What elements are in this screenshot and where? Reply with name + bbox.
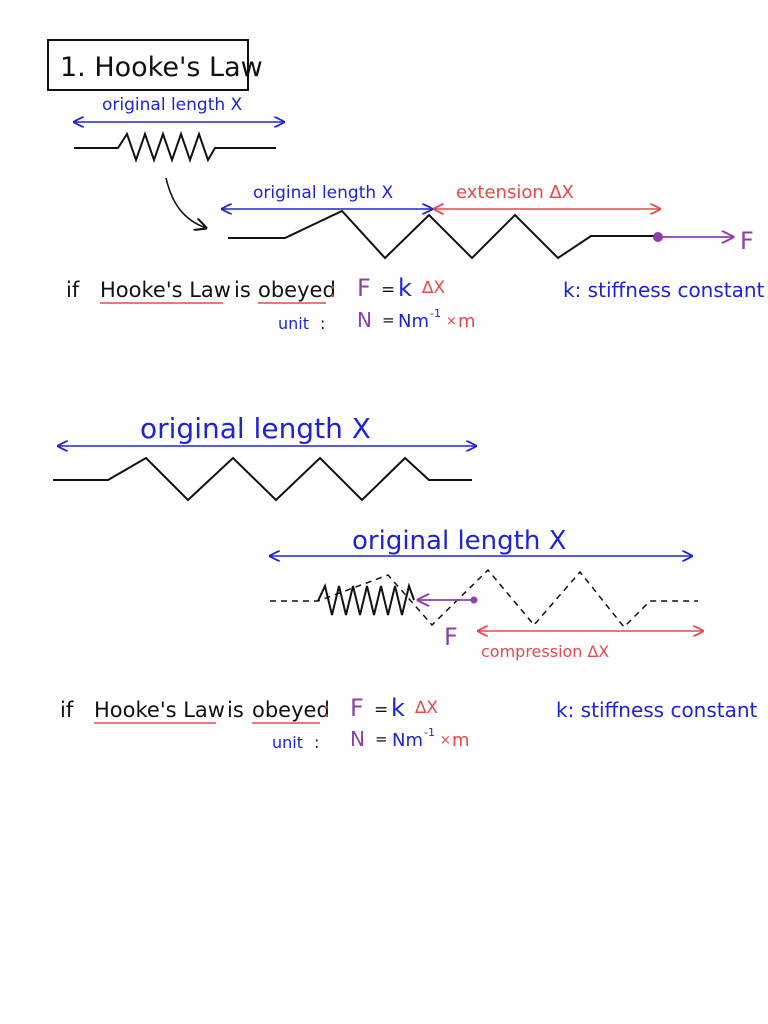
equation-delta-x: ∆X: [421, 278, 445, 298]
unit-newton-per-metre: Nm: [392, 730, 423, 751]
pushing-force-label: F: [444, 623, 458, 651]
pull-point: [653, 232, 663, 242]
long-spring: [53, 456, 472, 502]
title-box-frame: [47, 39, 249, 91]
stretched-original-length-label: original length X: [253, 183, 394, 203]
unit-metre: m: [458, 311, 476, 332]
unit-colon: :: [320, 314, 325, 333]
law-obeyed: obeyed: [252, 698, 330, 722]
equation-force: F: [350, 694, 364, 722]
stiffness-constant-note: k: stiffness constant: [556, 698, 758, 722]
equation-force: F: [357, 274, 371, 302]
equation-equals: =: [381, 280, 395, 300]
unit-label: unit: [278, 314, 309, 333]
unit-newton: N: [357, 308, 372, 332]
page-title: 1. Hooke's Law: [60, 52, 263, 83]
original-spring-outline-dashed: [270, 568, 698, 629]
law-colon: :: [323, 698, 330, 722]
unit-label: unit: [272, 733, 303, 752]
equation-k: k: [398, 274, 412, 302]
equation-k: k: [391, 694, 405, 722]
unit-times: ×: [446, 314, 457, 329]
law-obeyed: obeyed: [258, 278, 336, 302]
stretched-spring: [228, 209, 657, 260]
unit-line-extension: unit : N = Nm -1 × m: [278, 307, 476, 333]
pulling-force-label: F: [740, 227, 754, 255]
title-box: 1. Hooke's Law: [47, 39, 263, 91]
long-spring-length-label: original length X: [140, 412, 371, 445]
compressed-spring: [317, 582, 415, 616]
unit-colon: :: [314, 733, 319, 752]
hookes-law-statement-extension: if Hooke's Law is obeyed : F = k ∆X k: s…: [66, 274, 765, 304]
law-name: Hooke's Law: [94, 698, 225, 722]
law-prefix: if: [66, 278, 80, 302]
unit-line-compression: unit : N = Nm -1 × m: [272, 726, 470, 752]
compression-section: original length X original length X F co…: [53, 412, 758, 752]
compression-label: compression ∆X: [481, 642, 609, 661]
law-prefix: if: [60, 698, 74, 722]
unit-times: ×: [440, 733, 451, 748]
equation-delta-x: ∆X: [414, 698, 438, 718]
small-spring-length-label: original length X: [102, 95, 243, 115]
unit-equals: =: [382, 311, 395, 329]
transition-arrow: [165, 177, 206, 228]
hookes-law-statement-compression: if Hooke's Law is obeyed : F = k ∆X k: s…: [60, 694, 758, 724]
unit-equals: =: [375, 730, 388, 748]
law-is: is: [227, 698, 244, 722]
unit-metre: m: [452, 730, 470, 751]
law-is: is: [234, 278, 251, 302]
unit-exponent: -1: [430, 307, 441, 320]
law-colon: :: [329, 278, 336, 302]
compressed-original-length-label: original length X: [352, 526, 566, 556]
small-spring: [74, 130, 276, 164]
extension-label: extension ∆X: [456, 182, 574, 203]
unit-newton: N: [350, 727, 365, 751]
unit-exponent: -1: [424, 726, 435, 739]
extension-section: original length X original length X exte…: [66, 95, 765, 333]
stiffness-constant-note: k: stiffness constant: [563, 278, 765, 302]
unit-newton-per-metre: Nm: [398, 311, 429, 332]
push-point: [470, 596, 478, 604]
equation-equals: =: [374, 700, 388, 720]
law-name: Hooke's Law: [100, 278, 231, 302]
